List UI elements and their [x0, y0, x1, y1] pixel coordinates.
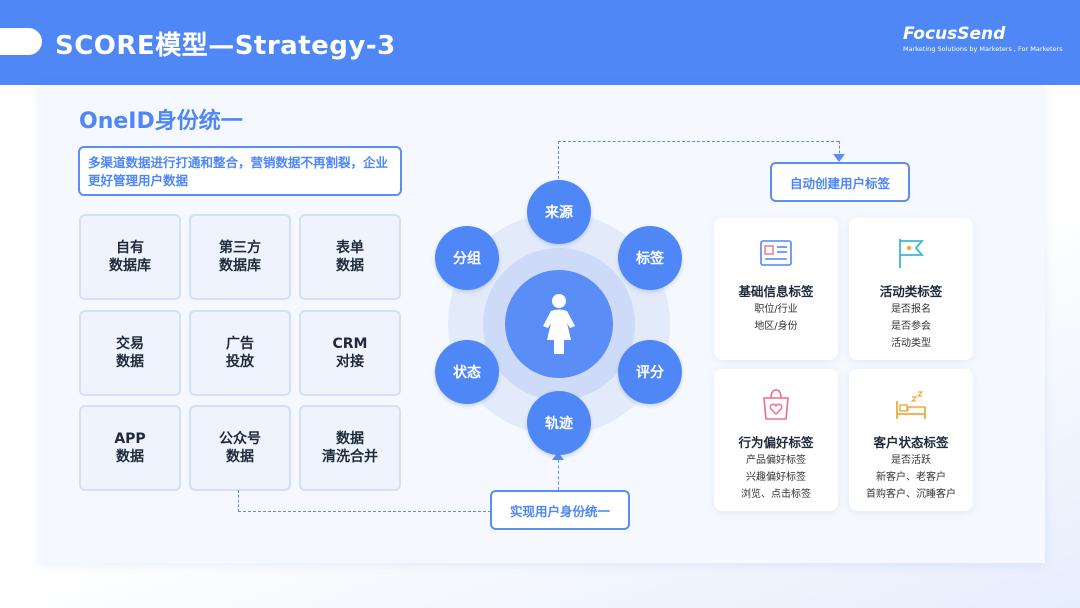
tag-card-line: 首购客户、沉睡客户: [866, 489, 956, 500]
id-card-icon: [760, 240, 792, 266]
header-banner: [0, 0, 1080, 85]
source-third-party-database: 第三方 数据库: [189, 214, 291, 300]
node-source: 来源: [527, 180, 591, 244]
center-circle: [505, 270, 613, 378]
source-form-data: 表单 数据: [299, 214, 401, 300]
node-trajectory: 轨迹: [527, 391, 591, 455]
connector-line: [238, 511, 491, 512]
source-label: 交易 数据: [116, 336, 144, 370]
source-transaction-data: 交易 数据: [79, 310, 181, 396]
section-title: OneID身份统一: [79, 109, 243, 134]
node-tag: 标签: [618, 226, 682, 290]
source-ad-placement: 广告 投放: [189, 310, 291, 396]
tag-card-line: 产品偏好标签: [746, 455, 806, 466]
tag-card-line: 兴趣偏好标签: [746, 472, 806, 483]
tag-card-line: 活动类型: [891, 338, 931, 349]
source-app-data: APP 数据: [79, 405, 181, 491]
person-icon: [543, 294, 575, 354]
source-official-account: 公众号 数据: [189, 405, 291, 491]
shopping-bag-heart-icon: [763, 389, 789, 420]
node-group: 分组: [435, 226, 499, 290]
connector-line: [558, 141, 839, 142]
tag-card-line: 新客户、老客户: [876, 472, 946, 483]
arrow-down-icon: [833, 154, 845, 162]
tag-card-title: 客户状态标签: [873, 435, 949, 450]
tag-card-line: 是否报名: [891, 304, 931, 315]
brand-logo: FocusSend: [903, 24, 1006, 44]
tag-card-title: 活动类标签: [879, 284, 943, 299]
tag-card-line: 是否活跃: [891, 455, 931, 466]
tag-card-title: 基础信息标签: [738, 284, 814, 299]
header-pill-decoration: [0, 28, 42, 55]
source-label: APP 数据: [114, 431, 146, 465]
source-label: 数据 清洗合并: [322, 431, 378, 465]
tag-card-basic-info: 基础信息标签 职位/行业 地区/身份: [714, 218, 838, 360]
tag-card-line: 职位/行业: [754, 304, 798, 315]
connector-line: [839, 141, 840, 158]
arrow-up-icon: [552, 452, 564, 460]
source-crm: CRM 对接: [299, 310, 401, 396]
tag-card-line: 浏览、点击标签: [741, 489, 811, 500]
connector-line: [238, 490, 239, 512]
source-label: 自有 数据库: [109, 240, 151, 274]
flag-icon: [899, 239, 924, 268]
source-own-database: 自有 数据库: [79, 214, 181, 300]
connector-line: [558, 141, 559, 179]
brand-tagline: Marketing Solutions by Marketers , For M…: [903, 45, 1063, 53]
tag-card-line: 是否参会: [891, 321, 931, 332]
source-label: CRM 对接: [332, 336, 368, 370]
source-label: 第三方 数据库: [219, 240, 261, 274]
source-label: 广告 投放: [226, 336, 254, 370]
source-label: 公众号 数据: [219, 431, 261, 465]
node-status: 状态: [435, 340, 499, 404]
page-title: SCORE模型—Strategy-3: [55, 31, 396, 61]
tag-card-customer-status: 客户状态标签 是否活跃 新客户、老客户 首购客户、沉睡客户: [849, 369, 973, 511]
tag-card-behavior: 行为偏好标签 产品偏好标签 兴趣偏好标签 浏览、点击标签: [714, 369, 838, 511]
node-score: 评分: [618, 340, 682, 404]
source-label: 表单 数据: [336, 240, 364, 274]
source-data-cleansing: 数据 清洗合并: [299, 405, 401, 491]
tag-card-activity: 活动类标签 是否报名 是否参会 活动类型: [849, 218, 973, 360]
description-box: 多渠道数据进行打通和整合，营销数据不再割裂，企业更好管理用户数据: [78, 146, 402, 196]
auto-create-tag-label: 自动创建用户标签: [770, 162, 910, 202]
tag-card-line: 地区/身份: [754, 321, 798, 332]
sleeping-bed-icon: [896, 391, 926, 419]
tag-card-title: 行为偏好标签: [738, 435, 814, 450]
connector-line: [558, 460, 559, 490]
unify-identity-label: 实现用户身份统一: [490, 490, 630, 530]
